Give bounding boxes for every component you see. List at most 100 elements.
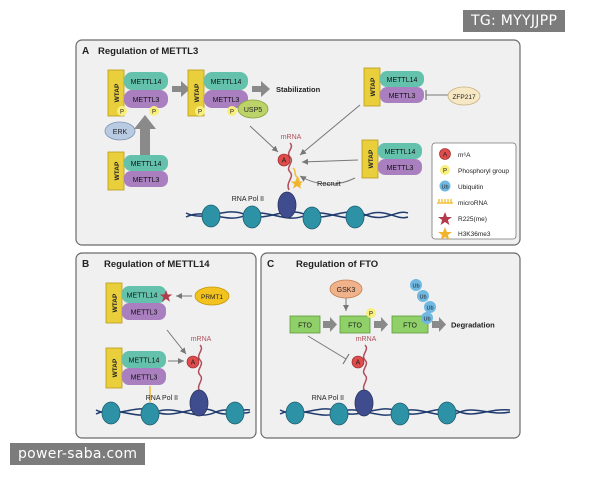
legend-label: m⁶A: [458, 152, 471, 159]
mettl14-label: METTL14: [385, 149, 416, 156]
m6a-legend-icon: [439, 148, 451, 160]
m6a-mark: [277, 153, 291, 167]
complex-a-5: WTAP METTL14 METTL3: [361, 139, 422, 179]
mettl14-box: [122, 286, 166, 303]
wtap-box: [107, 151, 125, 191]
rna-pol-ii: [189, 389, 209, 417]
wtap-label: WTAP: [368, 149, 375, 168]
mettl14-label: METTL14: [131, 79, 162, 86]
erk-node: [104, 121, 136, 141]
mettl14-label: METTL14: [127, 293, 158, 300]
mettl14-box: [204, 72, 248, 90]
phospho-label: P: [230, 110, 234, 116]
prmt1-node: [194, 286, 230, 306]
usp5-node: [237, 99, 269, 119]
ubiquitin-mark: [421, 312, 433, 324]
panel-b-title: Regulation of METTL14: [104, 259, 210, 270]
phospho-label: P: [152, 110, 156, 116]
ubiquitin-mark: [410, 279, 422, 291]
ubiquitin-legend-icon: [439, 180, 451, 192]
erk-label: ERK: [113, 129, 128, 136]
recruit-label: Recruit: [317, 179, 342, 188]
phospho-label: P: [120, 110, 124, 116]
transition-arrow: [323, 317, 337, 332]
legend-item-ubiquitin: Ub Ubiquitin: [439, 180, 484, 192]
wtap-box: [187, 69, 205, 117]
rna-pol-ii: [354, 389, 374, 417]
wtap-box: [105, 282, 123, 324]
ub-label: Ub: [423, 317, 430, 323]
nucleosome: [390, 402, 410, 426]
ubiquitin-mark: [424, 301, 436, 313]
mettl3-label: METTL3: [131, 310, 158, 317]
degradation-arrow: [432, 317, 446, 332]
panel-c-frame: [260, 252, 521, 439]
mettl14-label: METTL14: [387, 77, 418, 84]
ub-label: Ub: [412, 284, 419, 290]
phospho-mark: [227, 106, 237, 116]
legend-label: microRNA: [458, 200, 488, 207]
mrna-label: mRNA: [191, 336, 212, 343]
transition-arrow: [172, 81, 190, 97]
arrow-to-m6a: [249, 125, 279, 153]
fto-box: [339, 315, 371, 334]
ub-label: Ub: [426, 306, 433, 312]
nucleosome: [201, 204, 221, 228]
legend-item-h3k36me3: H3K36me3: [438, 227, 491, 240]
wtap-box: [107, 69, 125, 117]
panel-c-letter: C: [267, 259, 274, 270]
mettl14-box: [378, 143, 422, 159]
fto-box: [289, 315, 321, 334]
mettl14-box: [124, 155, 168, 171]
mrna-label: mRNA: [281, 134, 302, 141]
mrna-strand: [287, 142, 293, 191]
ub-label: Ub: [419, 295, 426, 301]
zfp217-label: ZFP217: [452, 94, 476, 101]
legend-item-microrna: microRNA: [437, 199, 488, 207]
nucleosome: [140, 402, 160, 426]
wtap-label: WTAP: [114, 161, 121, 180]
fto-box: [391, 315, 429, 334]
complex-b-2: WTAP METTL14 METTL3: [105, 347, 166, 389]
wtap-label: WTAP: [114, 83, 121, 102]
mettl3-box: [124, 90, 168, 108]
rna-pol-label: RNA Pol II: [146, 395, 178, 402]
red-star-icon: [438, 212, 452, 225]
mettl3-box: [378, 159, 422, 175]
arrow-to-m6a: [301, 158, 359, 165]
complex-b-1: WTAP METTL14 METTL3: [105, 282, 166, 324]
panel-b-letter: B: [82, 259, 89, 270]
wtap-label: WTAP: [112, 358, 119, 377]
stabilization-arrow: [252, 81, 270, 97]
mettl3-box: [122, 368, 166, 385]
mrna-strand: [197, 344, 203, 393]
fto-label: FTO: [298, 323, 312, 330]
microrna-legend-icon: [437, 199, 453, 204]
legend-label: Ubiquitin: [458, 184, 484, 191]
complex-a-3: WTAP METTL14 METTL3 P P: [187, 69, 248, 117]
degradation-label: Degradation: [451, 321, 495, 330]
wtap-label: WTAP: [112, 293, 119, 312]
mettl3-label: METTL3: [213, 97, 240, 104]
recruit-arrow: [299, 175, 356, 185]
fto-label: FTO: [403, 323, 417, 330]
nucleosome: [437, 401, 457, 425]
wtap-box: [105, 347, 123, 389]
legend-item-r225me: R225(me): [438, 212, 487, 225]
phospho-label: P: [369, 312, 373, 318]
rna-pol-ii: [277, 191, 297, 219]
mettl3-box: [380, 87, 424, 103]
arrow-to-m6a: [166, 329, 187, 355]
m6a-label: A: [191, 360, 196, 367]
rna-pol-label: RNA Pol II: [232, 196, 264, 203]
ubiquitin-chain: Ub Ub Ub Ub: [410, 279, 436, 324]
mettl3-box: [122, 303, 166, 320]
legend-label: R225(me): [458, 216, 487, 223]
complex-a-2: WTAP METTL14 METTL3: [107, 151, 168, 191]
mettl3-label: METTL3: [387, 165, 414, 172]
mettl3-label: METTL3: [131, 375, 158, 382]
nucleosome: [345, 205, 365, 229]
mettl14-label: METTL14: [129, 358, 160, 365]
mettl3-label: METTL3: [133, 97, 160, 104]
